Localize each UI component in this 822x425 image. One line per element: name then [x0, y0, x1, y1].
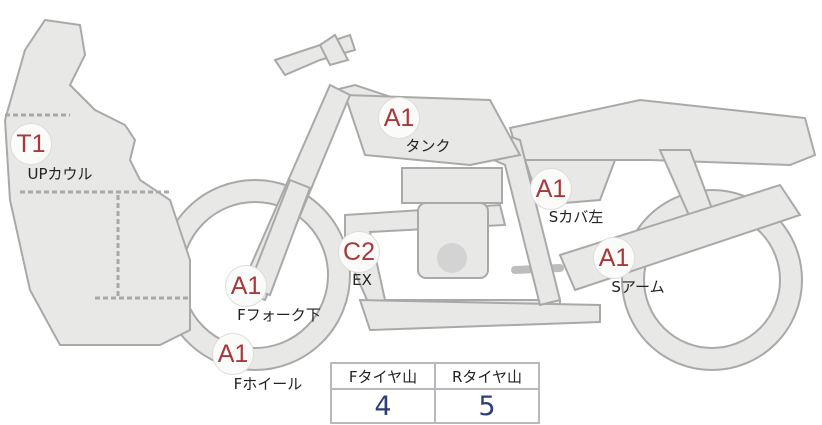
grade-badge: T1 — [10, 123, 52, 165]
grade-badge: A1 — [530, 168, 572, 210]
part-label: UPカウル — [27, 165, 93, 183]
grade-badge: A1 — [225, 265, 267, 307]
part-label: タンク — [405, 137, 451, 155]
grade-badge: A1 — [212, 333, 254, 375]
grade-badge: C2 — [338, 231, 380, 273]
tire-tread-table: Fタイヤ山 Rタイヤ山 4 5 — [330, 362, 540, 424]
rear-tire-value: 5 — [434, 388, 540, 424]
grade-badge: A1 — [378, 97, 420, 139]
upper-cowl — [3, 18, 191, 346]
part-label: Sアーム — [611, 278, 665, 296]
part-label: Fホイール — [233, 375, 303, 393]
rear-tire-header: Rタイヤ山 — [434, 362, 540, 390]
part-label: Fフォーク下 — [237, 306, 321, 324]
front-tire-value: 4 — [330, 388, 436, 424]
part-label: EX — [352, 271, 372, 289]
part-label: Sカバ左 — [548, 208, 604, 226]
engine — [401, 167, 503, 204]
grade-badge: A1 — [593, 237, 635, 279]
front-tire-header: Fタイヤ山 — [330, 362, 436, 390]
